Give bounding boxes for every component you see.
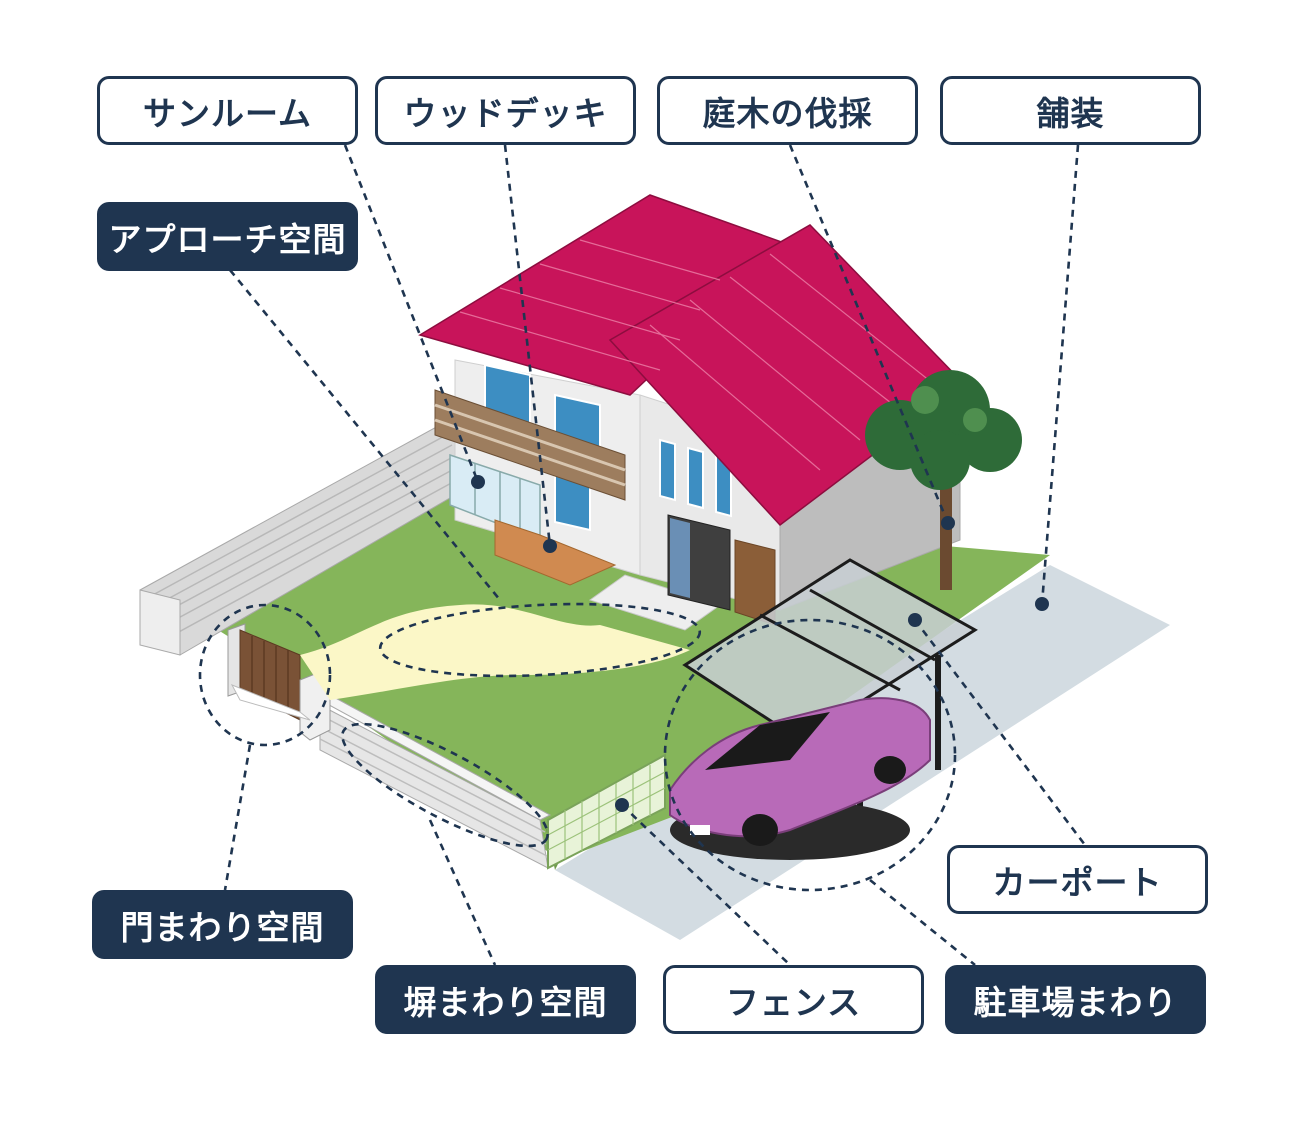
carport-beam-2 (809, 588, 936, 662)
door-side-panel (670, 518, 690, 598)
tree-highlights (911, 386, 987, 432)
balcony-rails (434, 403, 626, 487)
label-wood-deck: ウッドデッキ (375, 76, 636, 145)
label-tree-felling: 庭木の伐採 (657, 76, 918, 145)
mesh-fence-grid (547, 765, 666, 859)
front-wall-stripes (319, 714, 548, 857)
label-carport: カーポート (947, 845, 1208, 914)
tree-trunk (940, 470, 952, 590)
car-wheel-rear (874, 756, 906, 784)
wood-deck-floor (494, 519, 617, 586)
carport-roof (682, 558, 978, 742)
car-plate (690, 825, 710, 835)
highlight-rings (198, 602, 957, 892)
marker-dots (471, 475, 1049, 812)
label-sunroom: サンルーム (97, 76, 358, 145)
gate-threshold (230, 684, 311, 721)
label-approach-space: アプローチ空間 (97, 202, 358, 271)
label-wall-space: 塀まわり空間 (375, 965, 636, 1034)
label-parking-area: 駐車場まわり (945, 965, 1206, 1034)
carport-beam (759, 613, 901, 692)
car-windshield (705, 712, 830, 770)
car-wheel-front (742, 814, 778, 846)
gate-slats (251, 636, 289, 714)
mesh-fence (547, 753, 666, 870)
car-body (669, 697, 931, 838)
front-wall (139, 589, 181, 656)
label-gate-space: 門まわり空間 (92, 890, 353, 959)
leader-lines (223, 144, 1087, 967)
roof-lines (459, 239, 936, 471)
approach-path (300, 604, 690, 700)
label-fence: フェンス (663, 965, 924, 1034)
back-wall-stripes (139, 432, 456, 646)
label-paving: 舗装 (940, 76, 1201, 145)
tree-crown (865, 370, 1022, 490)
